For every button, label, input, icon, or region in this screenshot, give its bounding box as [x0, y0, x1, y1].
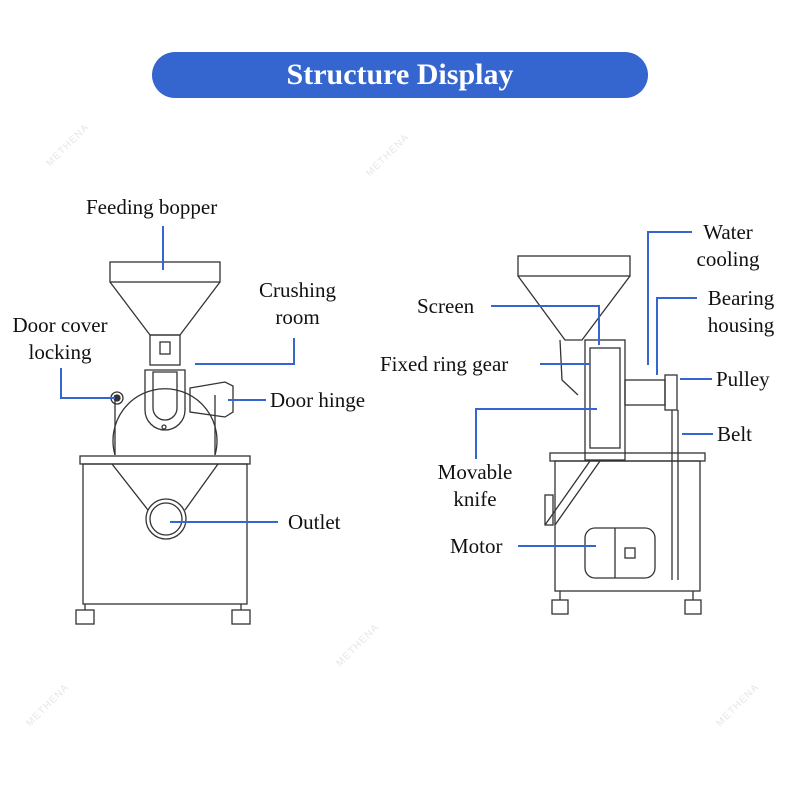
right-machine-drawing	[517, 255, 706, 615]
label-line: Water	[703, 220, 753, 244]
label-line: knife	[453, 487, 497, 511]
label-outlet: Outlet	[288, 510, 341, 534]
leader-water-cooling	[647, 231, 692, 365]
label-door-cover-locking: Door cover locking	[2, 312, 118, 366]
label-belt: Belt	[717, 422, 752, 446]
leader-crushing-room	[195, 338, 295, 365]
leader-screen	[491, 305, 600, 345]
label-movable-knife: Movable knife	[427, 459, 523, 513]
label-feeding-hopper: Feeding bopper	[86, 195, 218, 219]
label-line: locking	[28, 340, 92, 364]
label-crushing-room: Crushing room	[250, 277, 345, 331]
label-line: Crushing	[258, 278, 336, 302]
title-banner: Structure Display	[152, 52, 648, 98]
leader-door-cover	[60, 368, 115, 399]
label-line: cooling	[696, 247, 760, 271]
label-line: room	[275, 305, 320, 329]
label-motor: Motor	[450, 534, 503, 558]
label-fixed-ring-gear: Fixed ring gear	[380, 352, 509, 376]
label-line: Movable	[437, 460, 513, 484]
label-line: Door cover	[12, 313, 108, 337]
label-water-cooling: Water cooling	[690, 219, 766, 273]
label-door-hinge: Door hinge	[270, 388, 366, 412]
leader-lines	[60, 226, 713, 547]
label-pulley: Pulley	[716, 367, 770, 391]
leader-movable-knife	[475, 408, 597, 459]
label-line: Bearing	[707, 286, 775, 310]
label-bearing-housing: Bearing housing	[700, 285, 782, 339]
left-machine-drawing	[75, 261, 251, 625]
label-line: housing	[707, 313, 775, 337]
label-screen: Screen	[417, 294, 475, 318]
leader-bearing-housing	[656, 297, 697, 375]
